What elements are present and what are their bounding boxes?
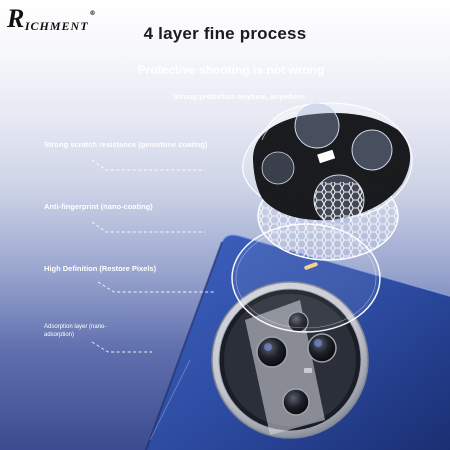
camera-module bbox=[211, 281, 369, 439]
brand-name: ICHMENT bbox=[24, 19, 89, 33]
lens-icon bbox=[307, 333, 337, 363]
subtitle: Protective shooting is not wrong bbox=[137, 63, 325, 77]
leader-lines bbox=[91, 159, 215, 353]
brand-initial: R bbox=[7, 4, 25, 33]
lens-icon bbox=[282, 388, 310, 416]
tagline: Strong protection anytime, anywhere bbox=[172, 92, 306, 101]
layer-label-adsorption: Adsorption layer (nano-adsorption) bbox=[44, 324, 107, 338]
lens-icon bbox=[256, 336, 288, 368]
page-title: 4 layer fine process bbox=[143, 24, 307, 43]
layer-label-fingerprint: Anti-fingerprint (nano-coating) bbox=[44, 202, 153, 211]
layer-label-hd: High Definition (Restore Pixels) bbox=[44, 264, 157, 273]
layer-label-scratch: Strong scratch resistance (gemstone coat… bbox=[44, 140, 208, 149]
flash-window-icon bbox=[317, 149, 336, 164]
lens-hole-icon bbox=[294, 103, 340, 149]
layer-scratch-film bbox=[242, 102, 413, 226]
lens-hole-icon bbox=[351, 129, 393, 171]
trademark-symbol: ® bbox=[89, 10, 97, 17]
flash-icon bbox=[304, 262, 318, 270]
brand-mark-icon bbox=[304, 368, 312, 373]
lens-hole-icon bbox=[261, 151, 295, 185]
brand-logo: RICHMENT® bbox=[7, 4, 119, 34]
